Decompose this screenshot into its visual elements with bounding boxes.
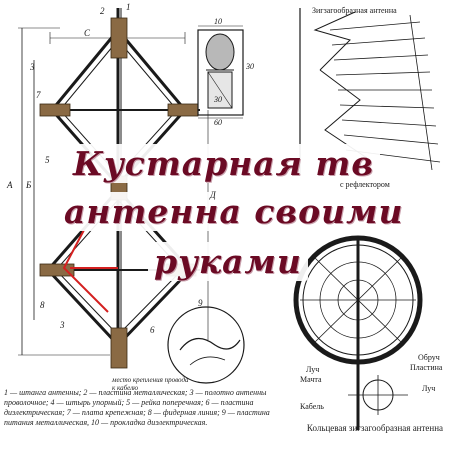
label-number: 8 [40, 300, 45, 310]
label-number: 9 [198, 298, 203, 308]
page-title-line-3: руками [148, 242, 308, 281]
dimension-label: A [7, 180, 13, 190]
ring-antenna [293, 235, 423, 430]
ring-label-plastina: Пластина [410, 363, 443, 372]
page-title-line-1: Кустарная тв [67, 144, 381, 183]
label-number: 3 [30, 62, 35, 72]
zigzag-reflector-label: с рефлектором [340, 180, 390, 189]
label-number: 3 [60, 320, 65, 330]
ring-label-machta: Мачта [300, 375, 322, 384]
label-number: 6 [150, 325, 155, 335]
label-number: 5 [45, 155, 50, 165]
dimension-label: С [84, 28, 91, 38]
ring-label-obruch: Обруч [418, 353, 440, 362]
dimension-label: Д [210, 190, 216, 200]
page-title-line-2: антенна своими [58, 192, 410, 231]
label-number: 1 [126, 2, 131, 12]
ring-label-luch-2: Луч [422, 384, 436, 393]
dimension-label: Б [26, 180, 32, 190]
section-detail [197, 25, 244, 119]
label-number: 7 [36, 90, 41, 100]
callout-label: место крепления провода к кабелю [112, 376, 189, 392]
dimension-label: 30 [246, 62, 254, 71]
label-number: 2 [100, 6, 105, 16]
dimension-label: 30 [214, 95, 222, 104]
legend-caption: 1 — штанга антенны; 2 — пластина металли… [4, 388, 270, 427]
zigzag-label: Зигзагообразная антенна [312, 6, 397, 15]
detail-callout [167, 306, 245, 384]
ring-label-luch: Луч [306, 365, 320, 374]
ring-antenna-title: Кольцевая зигзагообразная антенна [306, 423, 444, 433]
ring-label-kabel: Кабель [300, 402, 324, 411]
dimension-label: 60 [214, 118, 222, 127]
dimension-label: 10 [214, 17, 222, 26]
feeder-line [62, 229, 118, 313]
